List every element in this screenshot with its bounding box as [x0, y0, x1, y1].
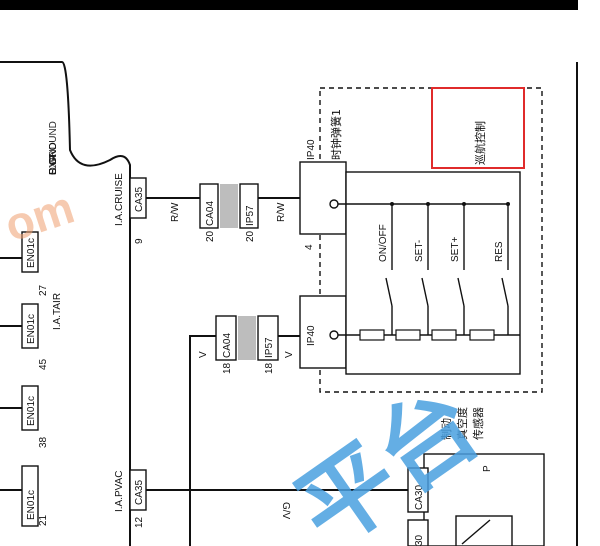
svg-text:I.A.PVAC: I.A.PVAC — [114, 471, 125, 513]
svg-text:传感器: 传感器 — [472, 407, 485, 440]
svg-text:EN01c: EN01c — [26, 490, 37, 520]
ecm-outline — [0, 61, 131, 546]
svg-text:IP57: IP57 — [245, 205, 256, 226]
svg-text:20: 20 — [205, 230, 216, 242]
ecm-stacked-labels: O.GND S.GROUND P.VA EXR — [48, 121, 59, 175]
svg-text:12: 12 — [134, 516, 145, 528]
svg-text:20: 20 — [245, 230, 256, 242]
wire-gv: G/V — [146, 489, 408, 520]
svg-text:O.GND: O.GND — [48, 142, 59, 175]
svg-text:EN01c: EN01c — [26, 396, 37, 426]
svg-text:RES: RES — [494, 241, 505, 262]
svg-text:真空度: 真空度 — [455, 407, 469, 440]
cruise-title-highlight — [431, 87, 525, 169]
svg-text:时钟弹簧1: 时钟弹簧1 — [329, 109, 343, 160]
svg-text:45: 45 — [38, 358, 49, 370]
svg-text:18: 18 — [222, 362, 233, 374]
svg-text:CA35: CA35 — [134, 480, 145, 505]
cruise-switch-assembly: 巡航控制 时钟弹簧1 5 IP40 4 IP40 ON/OFF — [299, 87, 543, 393]
ecm-pin-cruise: CA35 9 I.A.CRUISE — [114, 173, 147, 244]
ecm-left-pins: EN01c 27 EN01c 45 I.A.TAIR EN01c 38 EN01… — [0, 231, 63, 527]
svg-text:EXR: EXR — [48, 154, 59, 175]
svg-text:P: P — [482, 465, 493, 472]
svg-text:P.VA: P.VA — [48, 154, 59, 175]
svg-text:R/W: R/W — [276, 202, 287, 222]
brake-vacuum-sensor: 制动 真空度 传感器 P CA30 3 30 — [407, 407, 545, 546]
cruise-title: 巡航控制 — [473, 121, 487, 165]
svg-text:SET-: SET- — [414, 240, 425, 262]
svg-text:EN01c: EN01c — [26, 314, 37, 344]
svg-text:ON/OFF: ON/OFF — [378, 224, 389, 262]
svg-text:CA35: CA35 — [134, 187, 145, 212]
switch-set-minus: SET- — [414, 202, 430, 335]
svg-text:om: om — [0, 181, 80, 252]
svg-text:S.GROUND: S.GROUND — [48, 121, 59, 175]
svg-text:R/W: R/W — [170, 202, 181, 222]
switch-on-off: ON/OFF — [378, 202, 394, 335]
wire-cruise-rw: R/W CA04 20 IP57 20 R/W — [146, 183, 300, 242]
svg-text:I.A.TAIR: I.A.TAIR — [52, 293, 63, 330]
svg-text:27: 27 — [38, 284, 49, 296]
svg-text:CA04: CA04 — [205, 201, 216, 226]
svg-text:V: V — [284, 351, 295, 358]
svg-text:CA04: CA04 — [222, 333, 233, 358]
svg-text:I.A.CRUISE: I.A.CRUISE — [114, 173, 125, 226]
svg-text:SET+: SET+ — [450, 237, 461, 262]
svg-text:EN01c: EN01c — [26, 238, 37, 268]
switch-res: RES — [494, 202, 510, 335]
svg-text:38: 38 — [38, 436, 49, 448]
svg-text:G/V: G/V — [280, 502, 291, 520]
svg-text:IP40: IP40 — [306, 325, 317, 346]
svg-text:制动: 制动 — [440, 418, 453, 440]
svg-text:18: 18 — [264, 362, 275, 374]
svg-text:9: 9 — [134, 238, 145, 244]
svg-text:IP57: IP57 — [264, 337, 275, 358]
svg-text:IP40: IP40 — [306, 139, 317, 160]
svg-text:21: 21 — [38, 514, 49, 526]
switch-set-plus: SET+ — [450, 202, 466, 335]
wire-v: V CA04 18 IP57 18 V — [189, 315, 300, 546]
svg-text:V: V — [198, 351, 209, 358]
svg-text:30: 30 — [414, 534, 425, 546]
svg-text:4: 4 — [304, 244, 315, 250]
svg-text:CA30: CA30 — [414, 485, 425, 510]
top-border-bar — [0, 0, 578, 10]
